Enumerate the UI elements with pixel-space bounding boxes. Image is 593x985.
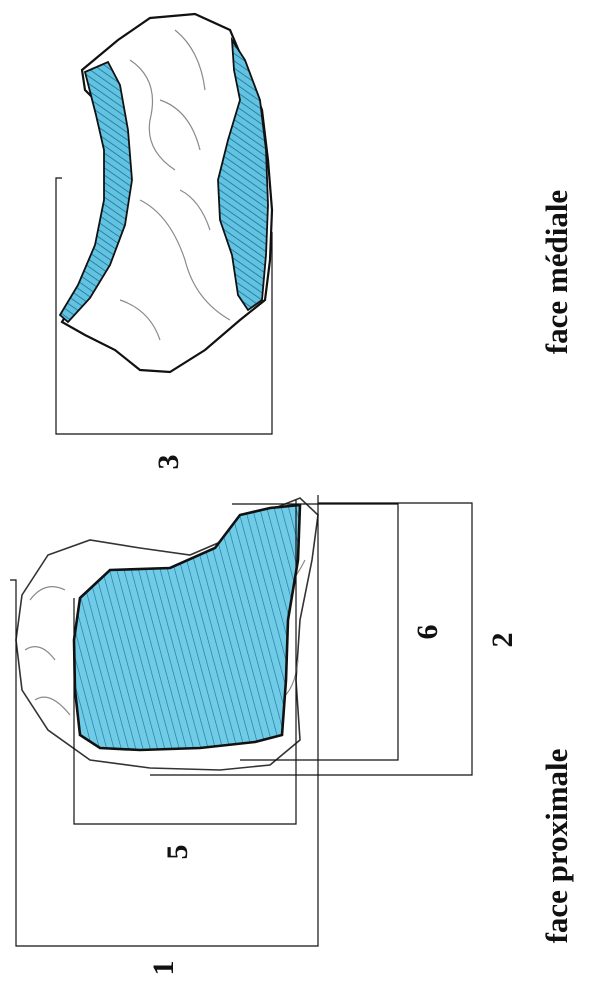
proximal-face-view: 6 2 5 1 face proximale [10,495,574,976]
measure-label-1: 1 [147,961,180,976]
measure-label-3: 3 [152,455,185,470]
measure-label-5: 5 [161,845,194,860]
proximal-articular-facet [74,505,300,750]
medial-face-view: 3 face médiale [56,14,574,470]
measure-label-2: 2 [486,633,519,648]
measure-label-6: 6 [411,625,444,640]
caption-proximal-face: face proximale [539,749,574,944]
caption-medial-face: face médiale [539,190,574,354]
